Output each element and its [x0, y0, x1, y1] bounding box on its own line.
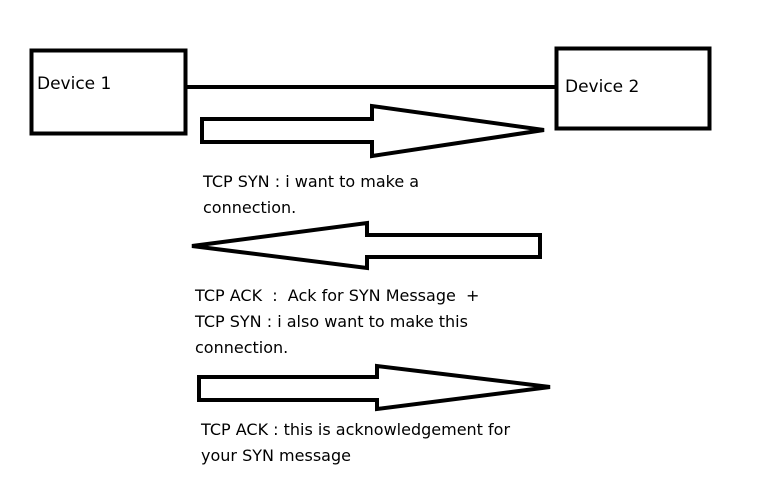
- message-synack-line-3: connection.: [195, 338, 289, 357]
- message-synack-label: TCP ACK : Ack for SYN Message + TCP SYN …: [195, 283, 479, 361]
- arrow-syn-right: [200, 103, 545, 159]
- arrow-synack-left: [191, 220, 542, 271]
- message-synack-line-1: TCP ACK : Ack for SYN Message +: [195, 286, 480, 305]
- device-2-label: Device 2: [565, 77, 640, 97]
- message-syn-line-2: connection.: [203, 198, 297, 217]
- device-1-label: Device 1: [37, 74, 112, 94]
- message-ack-label: TCP ACK : this is acknowledgement for yo…: [201, 417, 510, 469]
- device-1-box: [29, 48, 188, 136]
- message-synack-line-2: TCP SYN : i also want to make this: [195, 312, 468, 331]
- message-syn-line-1: TCP SYN : i want to make a: [203, 172, 420, 191]
- message-syn-label: TCP SYN : i want to make a connection.: [203, 169, 419, 221]
- message-ack-line-2: your SYN message: [201, 446, 351, 465]
- message-ack-line-1: TCP ACK : this is acknowledgement for: [201, 420, 511, 439]
- arrow-ack-right: [197, 363, 551, 412]
